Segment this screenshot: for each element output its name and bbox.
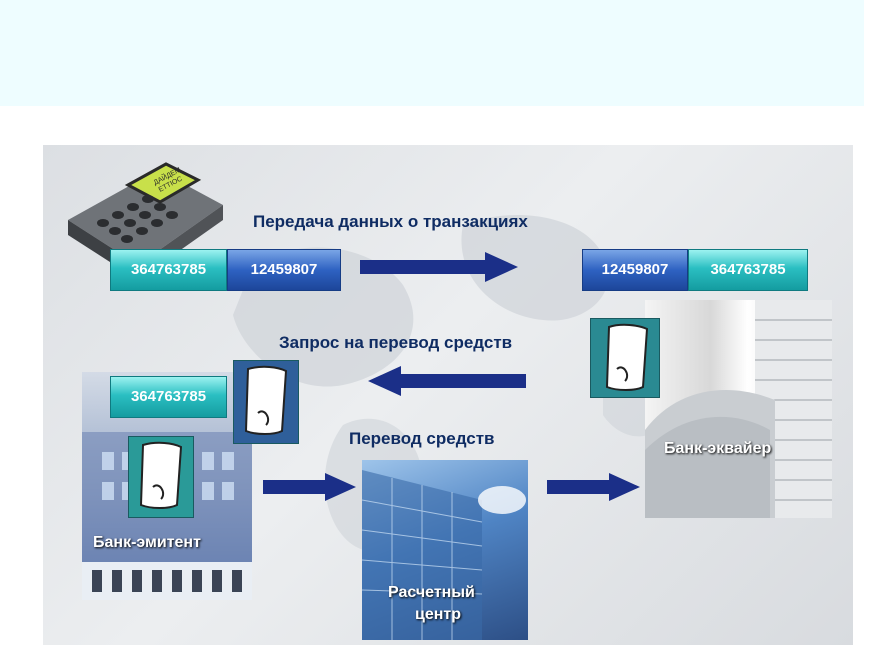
clearing-center-label-line2: центр: [415, 606, 462, 623]
issuer-card-number: 364763785: [110, 376, 227, 418]
document-scroll-icon: [590, 318, 660, 398]
acquirer-bank-building: Банк-эквайер: [645, 300, 832, 518]
arrow-right-icon: [360, 252, 518, 282]
acquirer-bank-label: Банк-эквайер: [664, 440, 772, 457]
acquirer-card-number: 364763785: [688, 249, 808, 291]
data-transfer-label: Передача данных о транзакциях: [253, 212, 528, 231]
terminal-card-number: 364763785: [110, 249, 227, 291]
terminal-merchant-number: 12459807: [227, 249, 341, 291]
header-band: [0, 0, 864, 106]
issuer-bank-label: Банк-эмитент: [93, 534, 201, 551]
skyscraper-icon: [645, 300, 832, 518]
glass-building-icon: [362, 470, 526, 640]
acquirer-merchant-number: 12459807: [582, 249, 688, 291]
clearing-center-label-line1: Расчетный: [388, 584, 475, 601]
arrow-left-icon: [368, 366, 526, 396]
document-scroll-icon: [233, 360, 299, 444]
funds-transfer-label: Перевод средств: [349, 429, 495, 448]
arrow-right-icon: [263, 473, 356, 501]
document-scroll-icon: [128, 436, 194, 518]
arrow-right-icon: [547, 473, 640, 501]
clearing-center-building: Расчетный центр: [362, 460, 528, 640]
transfer-request-label: Запрос на перевод средств: [279, 333, 513, 352]
